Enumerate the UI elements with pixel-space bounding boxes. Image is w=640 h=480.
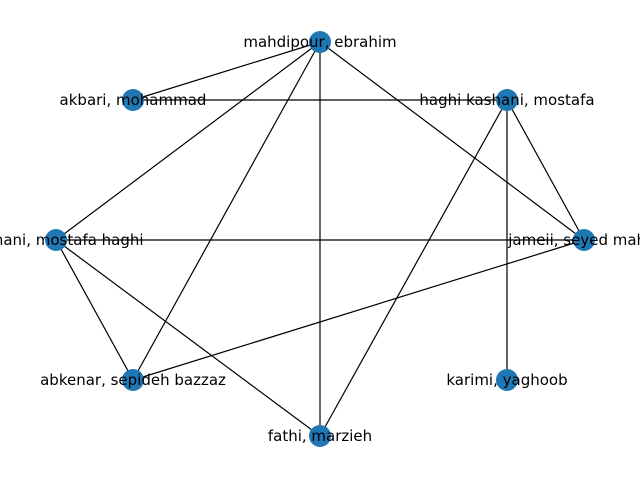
node-mahdipour[interactable] (309, 31, 331, 53)
edge-mahdipour-akbari (132, 41, 321, 101)
node-karimi[interactable] (496, 369, 518, 391)
node-label-mahdipour: mahdipour, ebrahim (243, 33, 396, 51)
node-label-kashani: kashani, mostafa haghi (0, 231, 144, 249)
labels-layer: mahdipour, ebrahim akbari, mohammad haghi … (0, 33, 640, 445)
node-abkenar[interactable] (122, 369, 144, 391)
edges-layer (55, 41, 585, 437)
edge-haghi-fathi (319, 99, 508, 437)
node-fathi[interactable] (309, 425, 331, 447)
edge-haghi-jameii (506, 99, 585, 241)
node-kashani[interactable] (45, 229, 67, 251)
nodes-layer (45, 31, 595, 447)
node-label-akbari: akbari, mohammad (60, 91, 207, 109)
node-jameii[interactable] (573, 229, 595, 251)
edge-mahdipour-abkenar (132, 41, 321, 381)
node-label-jameii: jameii, seyed mahdi (507, 231, 640, 249)
edge-mahdipour-jameii (319, 41, 585, 241)
node-label-karimi: karimi, yaghoob (446, 371, 567, 389)
edge-mahdipour-kashani (55, 41, 321, 241)
node-haghi[interactable] (496, 89, 518, 111)
node-akbari[interactable] (122, 89, 144, 111)
edge-kashani-abkenar (55, 239, 134, 381)
edge-jameii-abkenar (132, 239, 585, 381)
node-label-abkenar: abkenar, sepideh bazzaz (40, 371, 226, 389)
node-label-haghi: haghi kashani, mostafa (419, 91, 594, 109)
node-label-fathi: fathi, marzieh (268, 427, 372, 445)
edge-kashani-fathi (55, 239, 321, 437)
